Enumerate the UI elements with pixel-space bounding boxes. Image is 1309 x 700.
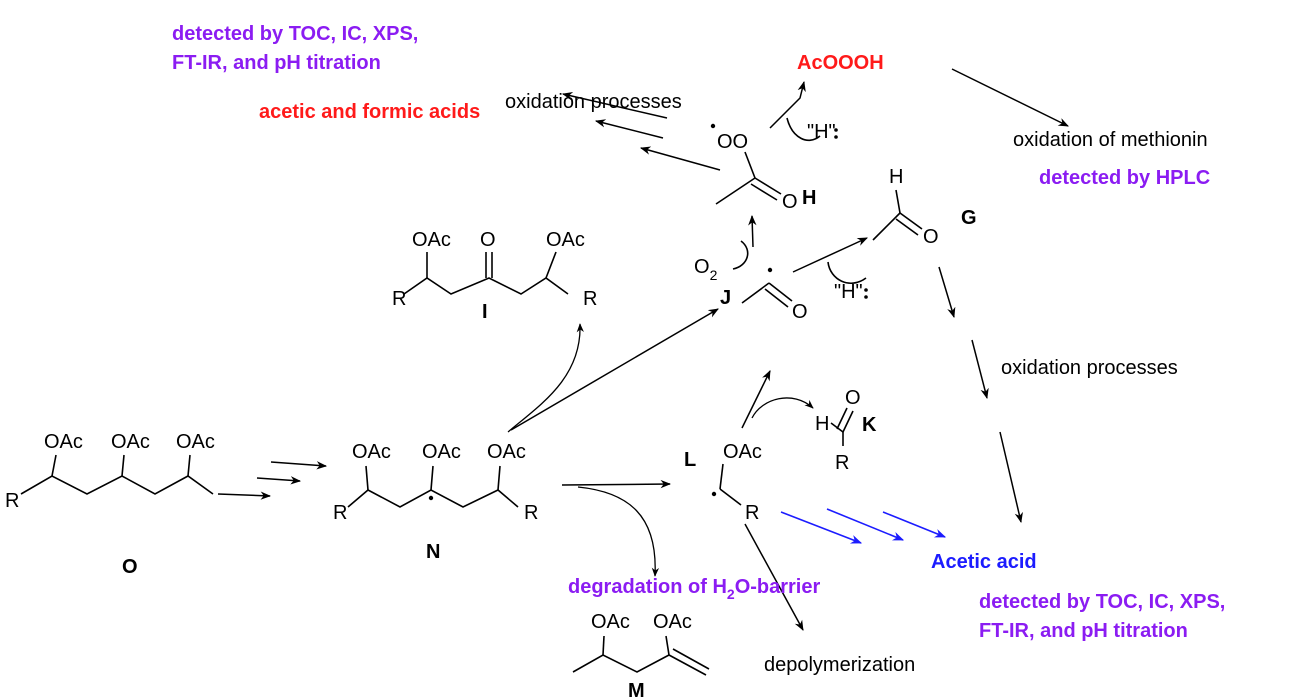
peroxy-oo: OO [717,131,748,153]
h-abstraction-label-top: "H" [807,121,836,143]
compound-label-h: H [802,187,816,209]
oxidation-processes-right-label: oxidation processes [1001,357,1178,379]
ketone-i-o-atom: O [480,229,496,251]
arrow-l-to-depolymerization [744,523,804,631]
polymer-o-r: R [5,490,19,512]
compound-label-j: J [720,287,731,309]
bond-oo-c [744,151,756,179]
o2-label: O2 [694,256,718,283]
radical-n-oac-1: OAc [352,441,391,463]
arrow-o-to-n-1 [270,461,328,470]
blue-arrow-1 [780,511,863,544]
bond-c-ch3 [715,177,756,205]
arrow-j-to-g [792,237,868,273]
oxidation-methionin-label: oxidation of methionin [1013,129,1208,151]
arrow-n-to-j [510,308,719,431]
bottom-right-detected-line1: detected by TOC, IC, XPS, [979,591,1225,613]
arrow-j-to-h [748,214,757,248]
arrow-g-down-3 [999,431,1023,524]
curve-o2 [732,240,749,270]
radical-l-r: R [745,502,759,524]
radical-dot-n [428,495,434,501]
blue-arrow-2 [826,508,905,541]
ketone-i-r-left: R [392,288,406,310]
depolymerization-label: depolymerization [764,654,915,676]
radical-dot-j [767,267,773,273]
bond-g-o-1 [899,212,923,230]
aldehyde-o-atom: O [923,226,939,248]
polymer-o-oac-3: OAc [176,431,215,453]
arrow-n-to-i [507,323,584,433]
polymer-o-oac-2: OAc [111,431,150,453]
acyl-o-atom: O [792,301,808,323]
compound-label-k: K [862,414,877,436]
radical-n-oac-3: OAc [487,441,526,463]
detected-hplc-label: detected by HPLC [1039,167,1210,189]
arrow-n-to-l [561,479,672,489]
ketone-i-r-right: R [583,288,597,310]
compound-label-n: N [426,541,440,563]
arrow-o-to-n-2 [256,476,302,485]
bond-j-o-2 [764,288,789,308]
radical-dot-h [710,123,716,129]
arrow-to-degradation [577,486,660,577]
arrow-to-acoooh [769,80,806,129]
oxidation-processes-top-label: oxidation processes [505,91,682,113]
bond-c-o-1 [754,177,782,195]
bond-j-o-1 [768,282,793,302]
acetic-formic-acids-label: acetic and formic acids [259,101,480,123]
arrow-to-oxidation-processes [561,92,668,119]
blue-arrow-3 [882,511,947,538]
acoooh-label: AcOOOH [797,52,884,74]
polymer-o-oac-1: OAc [44,431,83,453]
aldehyde-k-h: H [815,413,829,435]
ketone-i-backbone [403,277,569,295]
arrow-to-acetic-formic [594,119,664,139]
acetic-acid-label: Acetic acid [931,551,1037,573]
arrow-o-to-n-3 [217,491,272,500]
curve-h-abstraction-top [786,117,821,142]
compound-label-i: I [482,301,488,323]
arrow-acoooh-to-methionin [951,68,1069,127]
fragment-m-backbone [572,654,670,673]
bond-g-h [895,189,901,214]
curve-h-abstraction-mid [827,261,867,284]
polymer-o-backbone [20,475,214,495]
radical-dot-l [711,491,717,497]
h-abstraction-label-mid: "H" [834,281,863,303]
compound-label-l: L [684,449,696,471]
aldehyde-k-o: O [845,387,861,409]
arrow-to-acetic-formic-2 [639,146,721,171]
compound-label-m: M [628,680,645,700]
top-left-detected-line1: detected by TOC, IC, XPS, [172,23,418,45]
arrow-l-to-k [751,397,814,419]
bottom-right-detected-line2: FT-IR, and pH titration [979,620,1188,642]
fragment-m-oac-1: OAc [591,611,630,633]
compound-label-g: G [961,207,977,229]
ketone-i-oac-left: OAc [412,229,451,251]
ketone-i-oac-right: OAc [546,229,585,251]
radical-n-oac-2: OAc [422,441,461,463]
bond-g-c [872,212,901,241]
arrow-l-to-j [741,370,771,429]
degradation-label: degradation of H2O-barrier [568,576,820,602]
aldehyde-k-r: R [835,452,849,474]
bond-g-o-2 [895,218,919,236]
top-left-detected-line2: FT-IR, and pH titration [172,52,381,74]
bond-j-ch3 [741,282,770,304]
compound-label-o: O [122,556,138,578]
bond-c-o-2 [750,183,778,201]
fragment-m-oac-2: OAc [653,611,692,633]
radical-n-r-left: R [333,502,347,524]
arrow-g-down-1 [938,266,956,319]
arrow-g-down-2 [971,339,989,400]
carbonyl-o-h: O [782,191,798,213]
radical-l-oac: OAc [723,441,762,463]
aldehyde-h-atom: H [889,166,903,188]
radical-n-r-right: R [524,502,538,524]
